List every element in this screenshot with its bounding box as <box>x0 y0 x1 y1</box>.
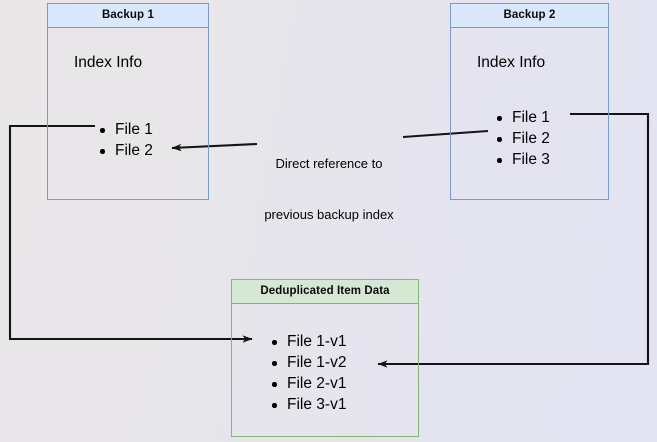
list-item: File 2-v1 <box>270 373 346 394</box>
backup-1-file-list: File 1 File 2 <box>98 119 153 161</box>
list-item: File 1 <box>495 107 550 128</box>
backup-2-index-info-label: Index Info <box>477 54 546 71</box>
node-backup-1[interactable]: Backup 1 Index Info File 1 File 2 <box>47 3 209 200</box>
list-item: File 1 <box>98 119 153 140</box>
list-item: File 1-v2 <box>270 352 346 373</box>
node-backup-2[interactable]: Backup 2 Index Info File 1 File 2 File 3 <box>450 3 609 200</box>
node-backup-1-body: Index Info File 1 File 2 <box>48 28 208 199</box>
edge-label-line-2: previous backup index <box>264 207 394 222</box>
node-dedup-header: Deduplicated Item Data <box>232 280 418 304</box>
node-backup-1-header: Backup 1 <box>48 4 208 28</box>
backup-2-file-list: File 1 File 2 File 3 <box>495 107 550 170</box>
list-item: File 2 <box>98 140 153 161</box>
node-deduplicated-item-data[interactable]: Deduplicated Item Data File 1-v1 File 1-… <box>231 279 419 437</box>
edge-label-line-1: Direct reference to <box>275 156 383 171</box>
list-item: File 3-v1 <box>270 394 346 415</box>
dedup-file-list: File 1-v1 File 1-v2 File 2-v1 File 3-v1 <box>270 331 346 415</box>
backup-1-index-info-label: Index Info <box>74 54 143 71</box>
edge-label-direct-reference: Direct reference to previous backup inde… <box>249 121 409 257</box>
node-backup-2-body: Index Info File 1 File 2 File 3 <box>451 28 608 199</box>
list-item: File 1-v1 <box>270 331 346 352</box>
list-item: File 3 <box>495 149 550 170</box>
node-dedup-body: File 1-v1 File 1-v2 File 2-v1 File 3-v1 <box>232 304 418 436</box>
node-backup-2-header: Backup 2 <box>451 4 608 28</box>
list-item: File 2 <box>495 128 550 149</box>
